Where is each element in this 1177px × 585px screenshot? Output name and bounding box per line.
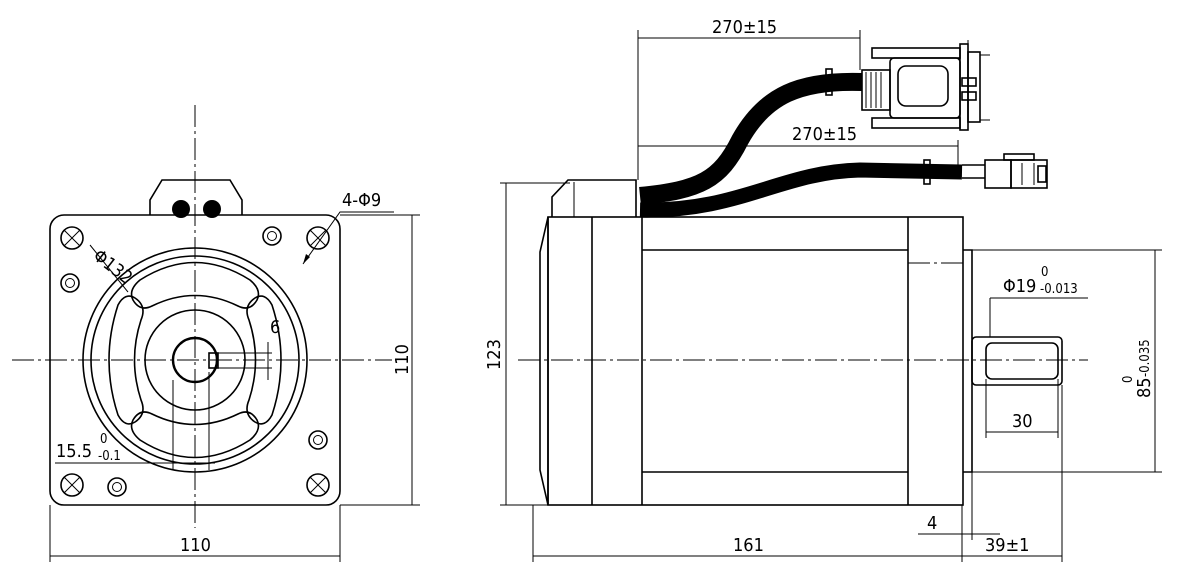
front-pcd-label: Φ132 — [89, 245, 136, 288]
front-mounting-hole-bl — [60, 473, 84, 497]
side-shaft — [971, 336, 1063, 386]
side-shaft-dia-lower: -0.013 — [1040, 282, 1078, 297]
side-small-plug — [962, 153, 1048, 189]
front-holes-arrow — [303, 254, 310, 264]
side-shaft-key — [985, 342, 1059, 380]
side-rear-cover — [539, 216, 549, 506]
side-cable-lower — [639, 162, 963, 218]
side-pilot-main: 85 — [1134, 377, 1155, 398]
front-slot-right — [246, 295, 282, 425]
side-db-connector — [861, 40, 990, 131]
side-flange-label: 4 — [927, 513, 937, 534]
front-mounting-hole-tl — [60, 226, 84, 250]
side-cable1-label: 270±15 — [712, 17, 777, 38]
front-slot-left — [108, 295, 144, 425]
front-outer-ring-inner — [90, 255, 300, 465]
front-shaft-upper: 0 — [100, 432, 107, 447]
side-length-label: 161 — [733, 535, 764, 556]
side-cable2-label: 270±15 — [792, 124, 857, 145]
front-screw-2 — [60, 273, 80, 293]
front-holes-leader — [302, 211, 394, 265]
front-keyway — [208, 352, 219, 369]
side-cable-sleeve-upper — [825, 68, 833, 96]
side-shaft-length-label: 39±1 — [985, 535, 1029, 556]
side-body-outline — [547, 216, 964, 506]
front-height-label: 110 — [392, 344, 413, 375]
front-screw-3 — [308, 430, 328, 450]
front-hub-circle — [144, 309, 246, 411]
side-cable-sleeve-lower — [923, 159, 931, 185]
side-pilot-lower: -0.035 — [1138, 339, 1153, 377]
front-width-label: 110 — [180, 535, 211, 556]
front-screw-1 — [262, 226, 282, 246]
side-view: 270±15 270±15 123 161 4 39±1 30 Φ19 — [484, 17, 1162, 562]
front-mounting-hole-br — [306, 473, 330, 497]
front-shaft-circle — [171, 336, 219, 384]
side-key-length-label: 30 — [1012, 411, 1033, 432]
side-height-label: 123 — [484, 339, 505, 370]
side-pilot-upper: 0 — [1121, 376, 1136, 383]
front-connector-tab — [149, 179, 243, 215]
front-slot-bottom — [130, 411, 260, 459]
side-pilot-boss — [963, 249, 973, 473]
front-shaft-lower: -0.1 — [98, 449, 121, 464]
front-outer-ring — [82, 247, 308, 473]
side-shaft-dia-upper: 0 — [1041, 265, 1048, 280]
front-holes-label: 4-Φ9 — [342, 190, 381, 211]
front-mounting-hole-tr — [306, 226, 330, 250]
front-slot-top — [130, 261, 260, 309]
front-key-label: 6 — [270, 317, 280, 338]
front-flange-outline — [49, 214, 341, 506]
front-shaft-main: 15.5 — [56, 441, 92, 462]
side-cable-upper — [639, 72, 863, 205]
side-shaft-dia-main: Φ19 — [1003, 276, 1036, 297]
front-pcd-leader — [89, 244, 129, 293]
front-connector-pin-left — [172, 200, 190, 218]
front-connector-pin-right — [203, 200, 221, 218]
side-cable-gland — [551, 179, 637, 217]
front-screw-4 — [107, 477, 127, 497]
front-view: 4-Φ9 Φ132 6 15.5 0 -0.1 110 110 — [12, 105, 420, 562]
